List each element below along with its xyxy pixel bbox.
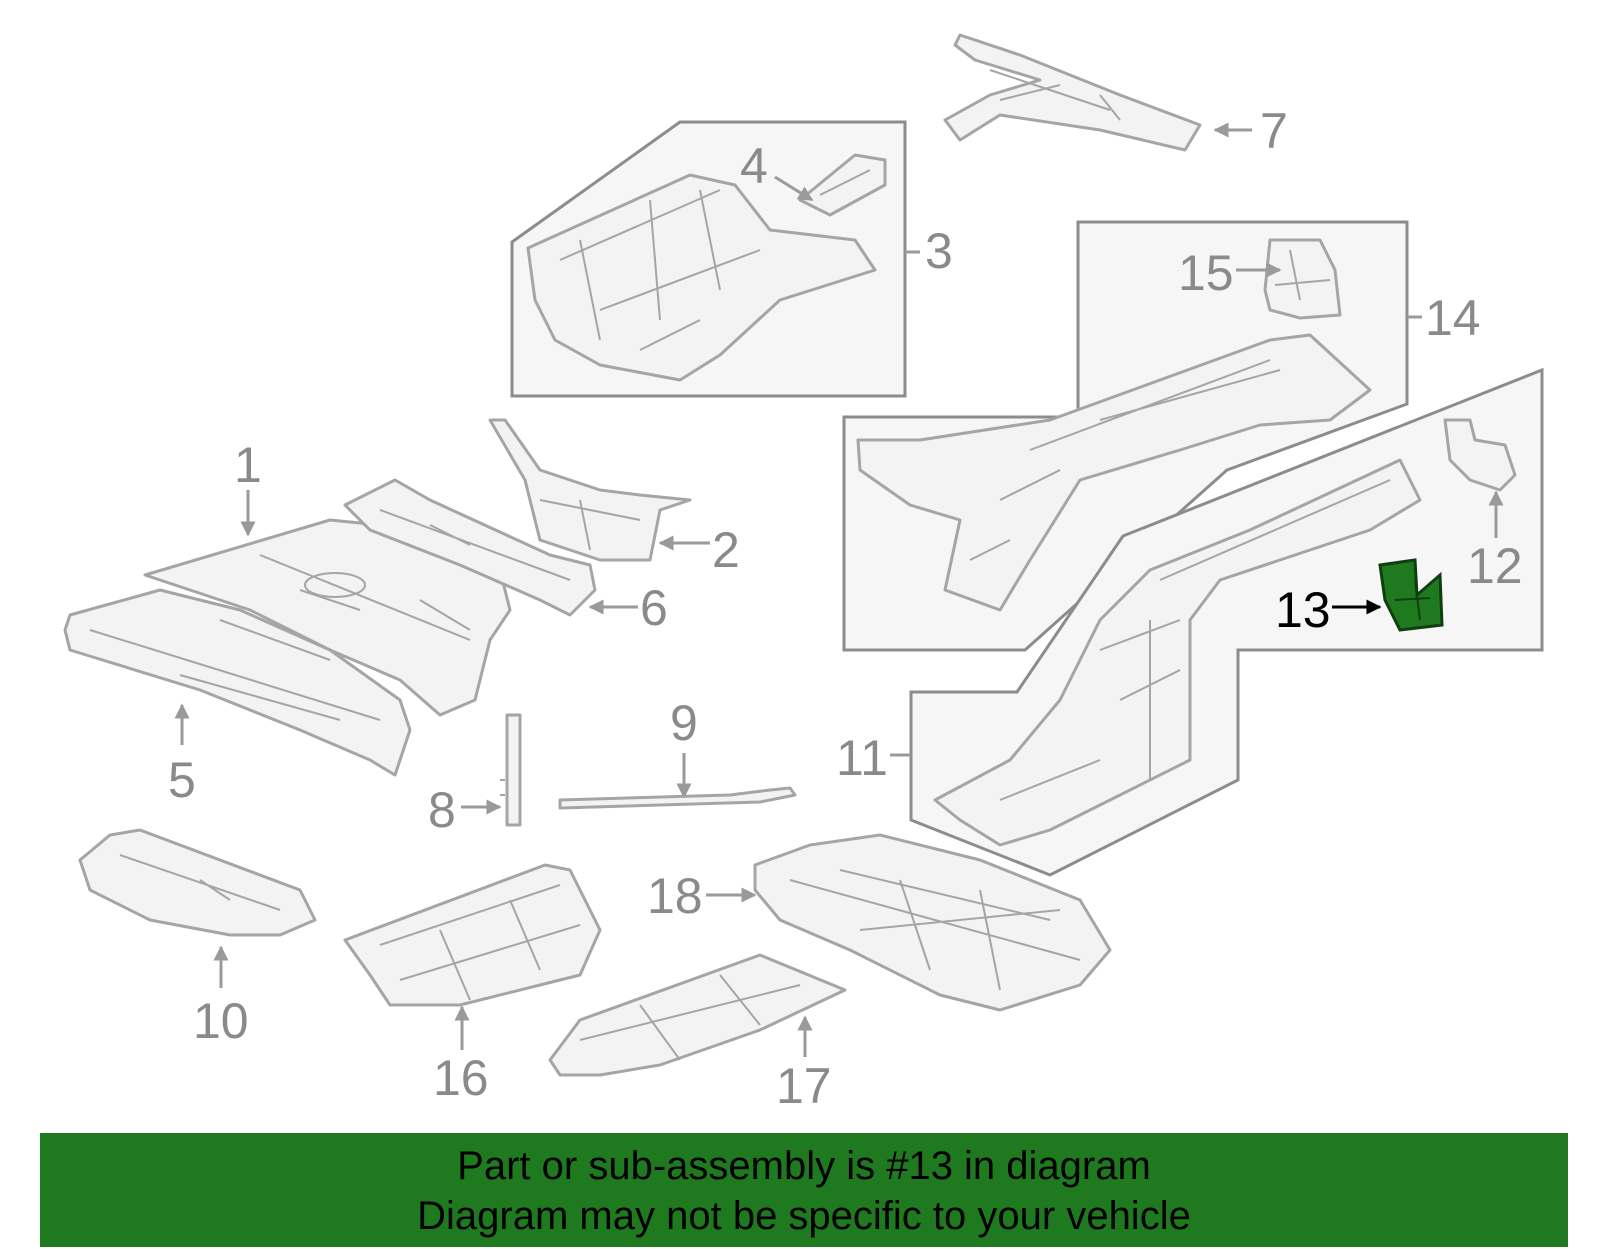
- callout-1: 1: [234, 437, 262, 493]
- part-7-crossmember: [943, 33, 1202, 152]
- callout-5: 5: [168, 752, 196, 808]
- part-2-panel: [488, 418, 692, 562]
- part-5-rear-panel: [63, 588, 412, 777]
- info-banner: Part or sub-assembly is #13 in diagram D…: [40, 1133, 1568, 1247]
- callout-16: 16: [433, 1050, 489, 1106]
- box-part-11: [909, 367, 1544, 877]
- banner-line-1: Part or sub-assembly is #13 in diagram: [457, 1144, 1151, 1188]
- part-8-bracket: [500, 713, 522, 827]
- part-13-highlighted: [1378, 558, 1444, 632]
- callout-14: 14: [1425, 290, 1481, 346]
- callout-10: 10: [193, 993, 249, 1049]
- callout-numbers: 1 2 3 4 5 6 7 8 9 10 11 12 13 14 15 16 1…: [168, 103, 1523, 1114]
- callout-7: 7: [1260, 103, 1288, 159]
- part-10-shield: [78, 828, 317, 937]
- callout-17: 17: [776, 1058, 832, 1114]
- callout-12: 12: [1467, 538, 1523, 594]
- banner-line-2: Diagram may not be specific to your vehi…: [417, 1194, 1191, 1238]
- callout-4: 4: [740, 138, 768, 194]
- callout-13: 13: [1275, 582, 1331, 638]
- part-6-crossmember: [343, 478, 597, 617]
- callout-15: 15: [1178, 245, 1234, 301]
- part-18-cover: [753, 833, 1112, 1012]
- callout-6: 6: [640, 580, 668, 636]
- part-16-cover: [343, 863, 602, 1007]
- callout-8: 8: [428, 782, 456, 838]
- box-part-3: [510, 120, 907, 398]
- callout-3: 3: [925, 223, 953, 279]
- callout-9: 9: [670, 695, 698, 751]
- part-17-cover: [548, 953, 847, 1077]
- part-9-rail: [558, 786, 797, 810]
- box-part-14: [842, 220, 1409, 652]
- callout-2: 2: [712, 522, 740, 578]
- callout-leaders: [174, 122, 1504, 1057]
- callout-11: 11: [836, 730, 888, 786]
- callout-18: 18: [647, 868, 703, 924]
- parts-diagram: 1 2 3 4 5 6 7 8 9 10 11 12 13 14 15 16 1…: [63, 33, 1544, 1114]
